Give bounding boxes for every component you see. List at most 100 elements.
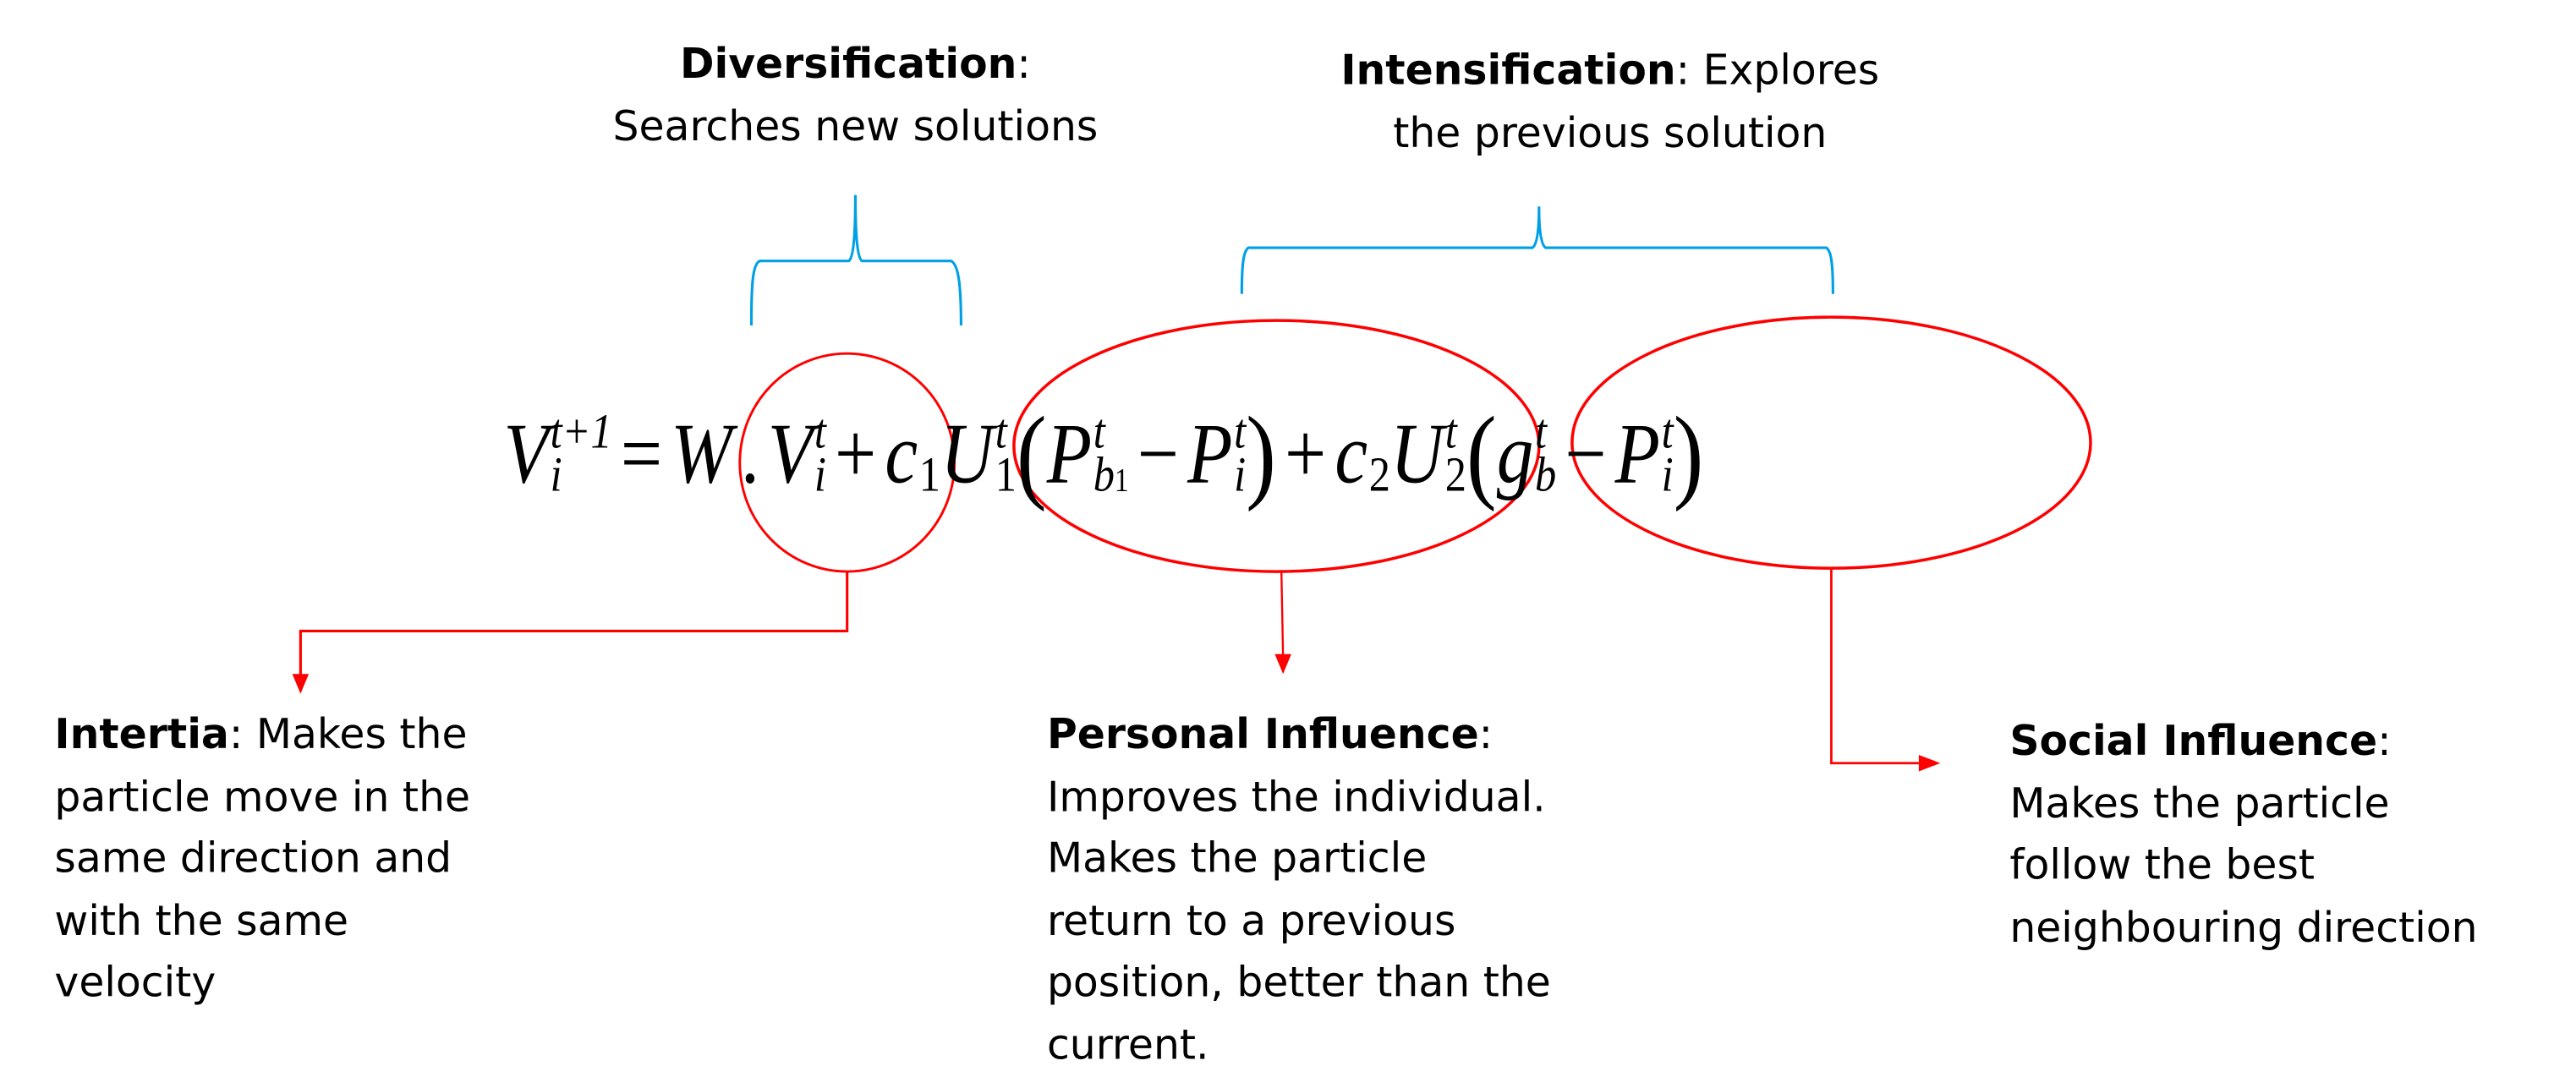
formula-paren: )	[1674, 393, 1704, 516]
formula-operator: +	[835, 406, 876, 503]
inertia-line: same direction and	[54, 834, 452, 883]
diversification-brace	[749, 194, 962, 325]
personal-influence-annotation: Personal Influence: Improves the individ…	[1047, 703, 1551, 1075]
formula-base: W	[671, 407, 732, 502]
formula-superscript: t	[995, 404, 1007, 460]
formula-subscript: i	[551, 450, 612, 500]
formula-subscript: i	[1662, 450, 1674, 500]
personal-line: position, better than the	[1046, 958, 1551, 1006]
formula-paren: )	[1246, 393, 1276, 516]
intensification-title: Intensification	[1340, 46, 1676, 95]
formula-base: c	[1335, 407, 1368, 502]
formula-operator: −	[1565, 406, 1606, 503]
inertia-annotation: Intertia: Makes the particle move in the…	[54, 703, 470, 1013]
personal-line: Improves the individual.	[1046, 772, 1546, 821]
social-line: follow the best	[2009, 840, 2316, 889]
personal-influence-title: Personal Influence	[1046, 710, 1479, 758]
formula-subscript: b	[1535, 450, 1556, 500]
formula-subscript: 1	[995, 450, 1017, 500]
inertia-connector	[299, 571, 849, 678]
formula-superscript: t	[1661, 404, 1674, 460]
formula-superscript: t	[1234, 404, 1247, 460]
personal-line: Makes the particle	[1046, 834, 1428, 883]
formula-operator: =	[621, 406, 662, 503]
formula-superscript: t	[1444, 404, 1457, 460]
social-influence-annotation: Social Influence: Makes the particle fol…	[2009, 710, 2477, 958]
diversification-label: Diversification: Searches new solutions	[591, 33, 1120, 157]
formula-base: V	[767, 407, 814, 502]
formula-subscript: b1	[1093, 450, 1129, 500]
formula-scripts: 1	[919, 412, 940, 500]
personal-connector	[1280, 571, 1285, 658]
intensification-description-1: : Explores	[1675, 46, 1880, 95]
social-connector	[1830, 568, 1922, 765]
formula-subscript-text: 2	[1444, 447, 1466, 503]
personal-line: return to a previous	[1046, 896, 1456, 944]
personal-arrowhead	[1274, 653, 1291, 675]
formula-base: )	[1673, 395, 1704, 512]
formula-base: (	[1016, 395, 1047, 512]
intensification-label: Intensification: Explores the previous s…	[1305, 40, 1916, 164]
formula-subscript-text: i	[1661, 447, 1674, 503]
formula-subscript: 2	[1369, 450, 1390, 500]
formula-subscript: i	[1234, 450, 1246, 500]
formula-subscript-text: i	[550, 447, 562, 503]
formula-base: +	[1285, 407, 1327, 502]
formula-base: U	[1389, 407, 1444, 502]
formula-base: V	[503, 407, 549, 502]
formula-base: −	[1137, 407, 1180, 502]
diversification-title: Diversification	[679, 39, 1017, 88]
diversification-description: Searches new solutions	[612, 101, 1099, 150]
formula-base: −	[1565, 407, 1607, 502]
social-line: Makes the particle	[2009, 779, 2390, 827]
inertia-title: Intertia	[54, 710, 229, 758]
social-line: neighbouring direction	[2009, 902, 2478, 951]
personal-line: :	[1478, 710, 1494, 758]
inertia-line: particle move in the	[54, 772, 471, 821]
formula-superscript: t+1	[550, 404, 612, 460]
formula-subscript-text: 1	[918, 447, 940, 503]
intensification-description-2: the previous solution	[1393, 107, 1828, 156]
personal-line: current.	[1046, 1020, 1209, 1069]
inertia-line: : Makes the	[228, 710, 468, 758]
formula-base: )	[1246, 395, 1276, 512]
social-line: :	[2377, 717, 2392, 765]
formula-subscript-text: i	[1234, 447, 1247, 503]
formula-base: (	[1466, 395, 1497, 512]
formula-subscript: 2	[1445, 450, 1466, 500]
formula-base: =	[620, 407, 663, 502]
diversification-colon: :	[1017, 39, 1031, 88]
inertia-line: velocity	[54, 958, 216, 1006]
formula-paren: (	[1466, 393, 1497, 516]
formula-subscript-text: 1	[995, 447, 1017, 503]
formula-subscript-text: b	[1535, 447, 1557, 503]
formula-paren: (	[1017, 393, 1047, 516]
inertia-line: with the same	[54, 896, 349, 944]
formula-superscript: t	[1535, 404, 1548, 460]
formula-base: c	[885, 407, 918, 502]
formula-superscript: t	[1093, 404, 1105, 460]
formula-operator: +	[1285, 406, 1326, 503]
formula-subscript-text: 2	[1368, 447, 1390, 503]
formula-subscript: 1	[919, 450, 940, 500]
intensification-brace	[1240, 206, 1834, 294]
formula-base: .	[741, 407, 759, 502]
social-influence-title: Social Influence	[2009, 717, 2378, 765]
formula-scripts: 2	[1369, 412, 1390, 500]
